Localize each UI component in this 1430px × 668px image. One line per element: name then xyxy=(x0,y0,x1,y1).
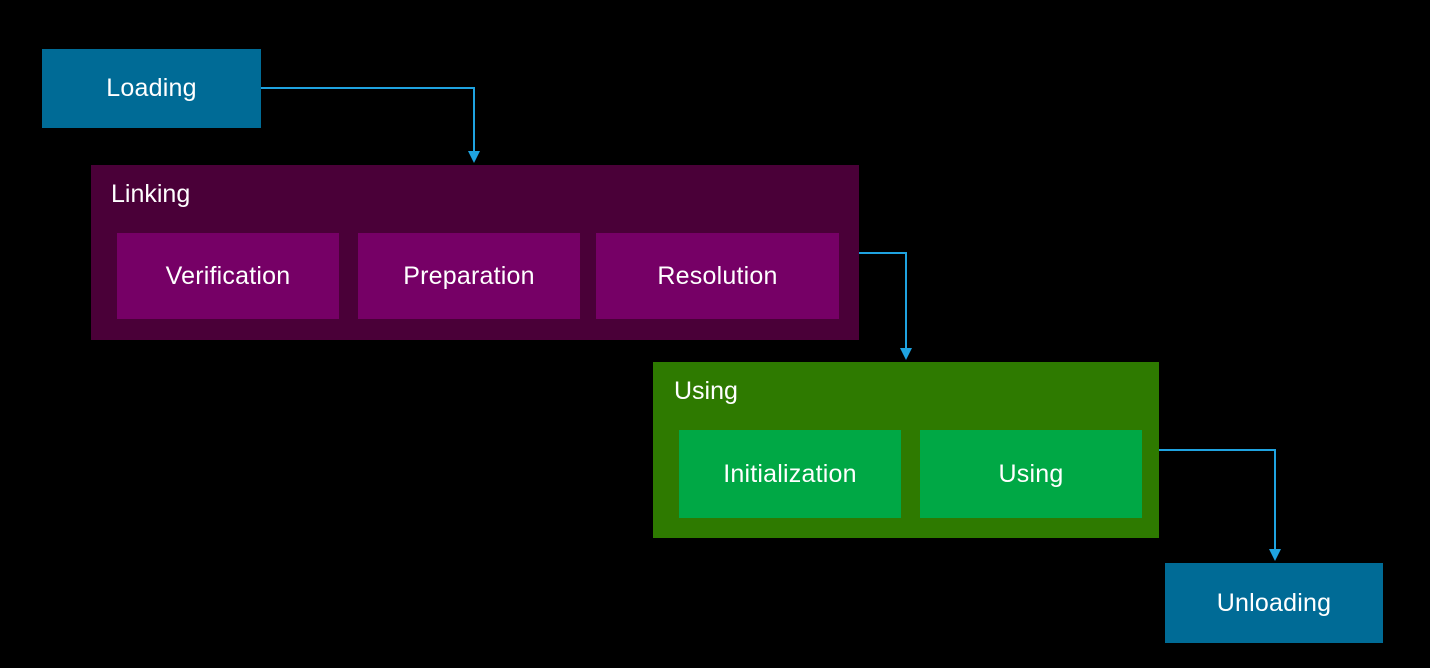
using-title: Using xyxy=(674,377,738,405)
resolution-label: Resolution xyxy=(657,261,778,290)
arrow-loading-to-linking-head xyxy=(468,151,480,163)
resolution-node: Resolution xyxy=(596,233,839,319)
initialization-node: Initialization xyxy=(679,430,901,518)
using-node: Using xyxy=(920,430,1142,518)
loading-label: Loading xyxy=(106,74,197,102)
linking-group: Linking Verification Preparation Resolut… xyxy=(91,165,859,340)
linking-title: Linking xyxy=(111,180,191,208)
unloading-node: Unloading xyxy=(1165,563,1383,643)
arrow-linking-to-using-head xyxy=(900,348,912,360)
arrow-using-to-unloading-head xyxy=(1269,549,1281,561)
verification-node: Verification xyxy=(117,233,339,319)
using-item-label: Using xyxy=(998,459,1064,488)
initialization-label: Initialization xyxy=(723,459,857,488)
preparation-node: Preparation xyxy=(358,233,580,319)
unloading-label: Unloading xyxy=(1216,588,1332,617)
arrow-loading-to-linking xyxy=(261,87,475,152)
verification-label: Verification xyxy=(165,261,291,290)
arrow-linking-to-using xyxy=(859,252,907,349)
using-group: Using Initialization Using xyxy=(653,362,1159,538)
loading-node: Loading xyxy=(42,49,261,128)
arrow-using-to-unloading xyxy=(1159,449,1276,550)
preparation-label: Preparation xyxy=(403,261,535,290)
